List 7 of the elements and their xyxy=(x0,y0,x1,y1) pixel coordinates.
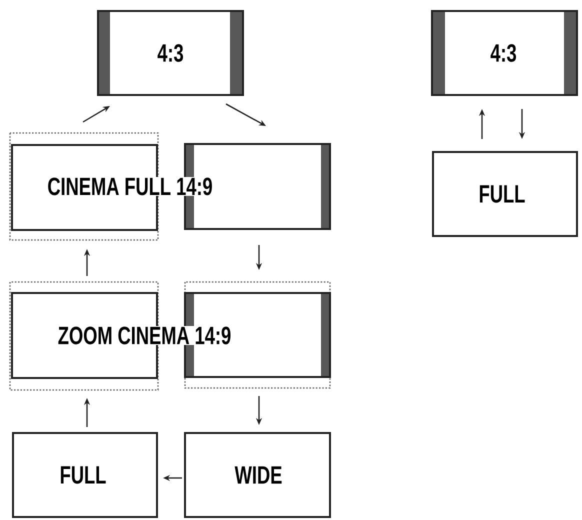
screen-box: CINEMA FULL 14:9 xyxy=(11,144,214,231)
screen-box: FULL xyxy=(12,432,158,518)
screen-box: FULL xyxy=(432,151,578,237)
screen-box: ZOOM CINEMA 14:9 xyxy=(11,292,232,379)
screen-box: 4:3 xyxy=(431,10,578,96)
screen-box: 4:3 xyxy=(97,10,244,96)
screen-box: WIDE xyxy=(184,432,331,518)
